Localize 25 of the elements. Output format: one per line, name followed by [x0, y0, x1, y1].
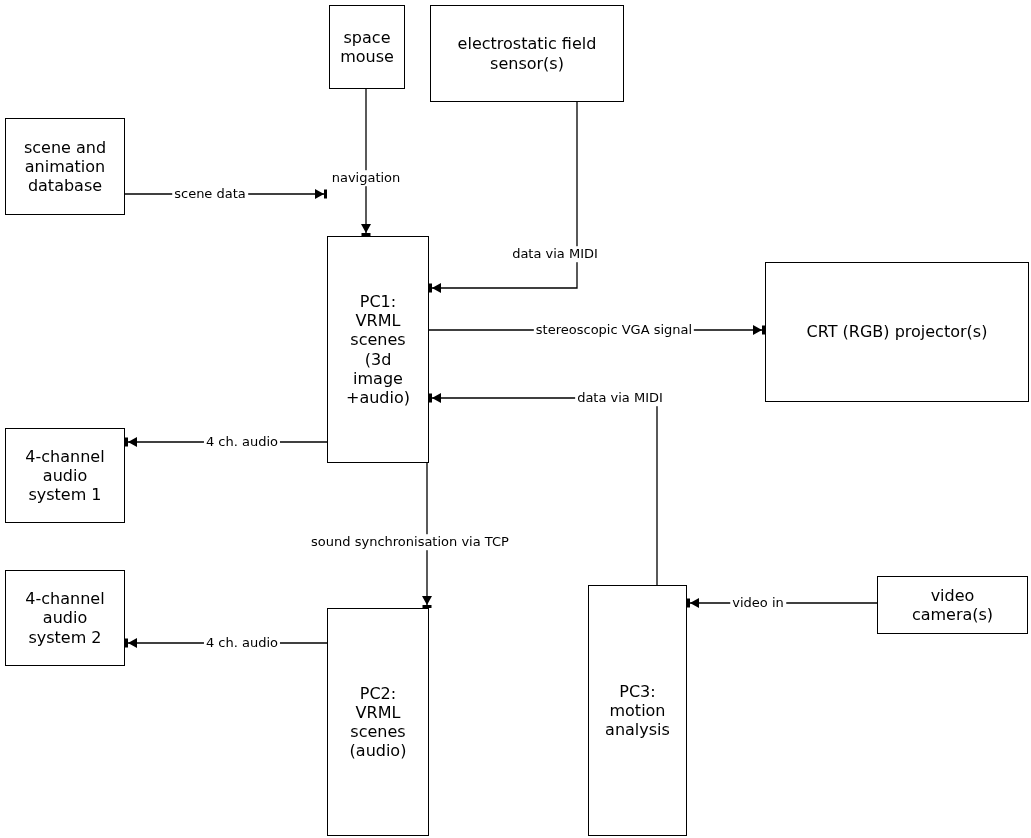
- device-label: PC1: VRML scenes (3d image +audio): [345, 291, 411, 408]
- device-label: PC2: VRML scenes (audio): [348, 683, 408, 761]
- device-box: [588, 585, 687, 836]
- device-box: [327, 236, 429, 463]
- device-label: 4-channel audio system 2: [24, 589, 106, 647]
- device-label: space mouse: [339, 27, 395, 67]
- device-label: electrostatic field sensor(s): [456, 34, 598, 73]
- device-box: [327, 608, 429, 836]
- edge-label: navigation: [329, 170, 403, 186]
- device-box: [765, 262, 1029, 402]
- device-box: [5, 428, 125, 523]
- device-box: [430, 5, 624, 102]
- device-label: 4-channel audio system 1: [24, 446, 106, 505]
- device-box: [877, 576, 1028, 634]
- device-box: [5, 570, 125, 666]
- edge-label: data via MIDI: [575, 390, 665, 406]
- edge-label: data via MIDI: [510, 246, 600, 262]
- edge-label: stereoscopic VGA signal: [533, 322, 695, 338]
- device-label: CRT (RGB) projector(s): [806, 322, 988, 342]
- device-box: [329, 5, 405, 89]
- device-label: scene and animation database: [22, 137, 108, 196]
- device-box: [5, 118, 125, 215]
- edge-label: sound synchronisation via TCP: [309, 534, 511, 550]
- device-label: video camera(s): [910, 585, 995, 625]
- device-label: PC3: motion analysis: [604, 681, 671, 740]
